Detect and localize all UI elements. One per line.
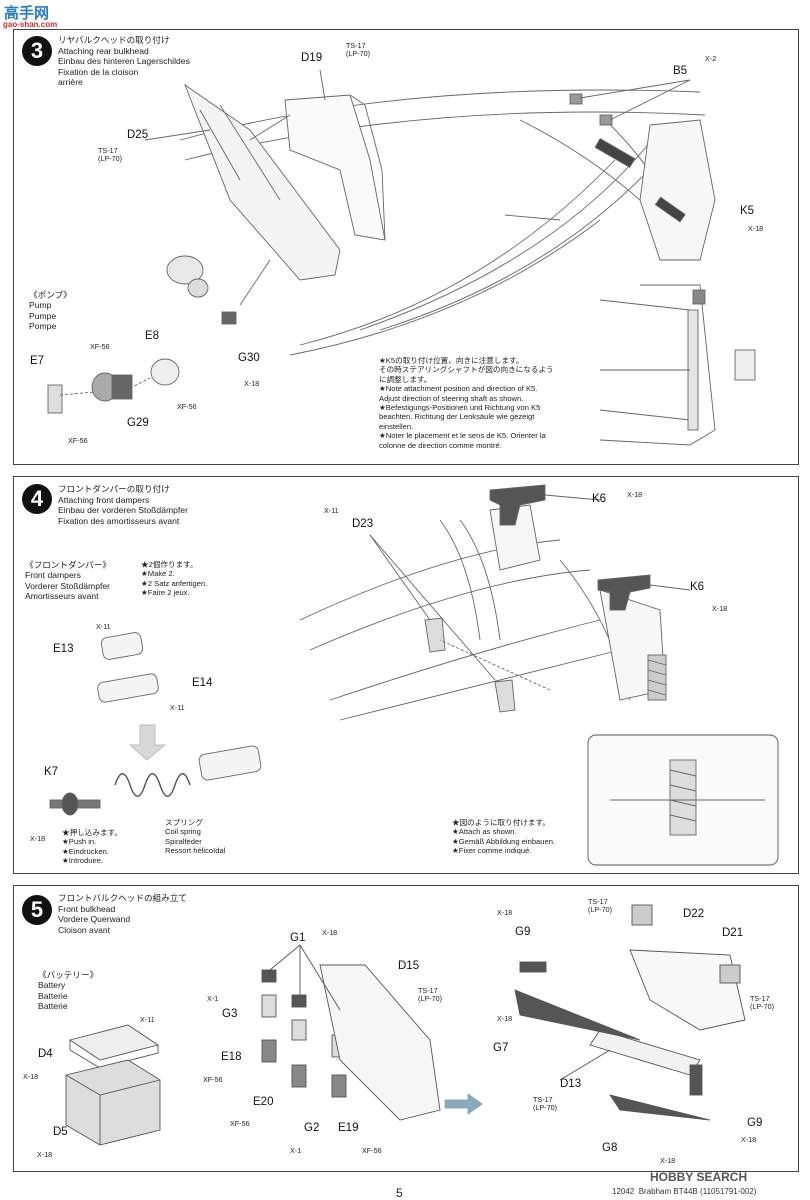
part-d4-top-code: X-11 [140,1015,155,1024]
part-e8-code: XF-56 [177,402,197,411]
part-d4-label: D4 [38,1048,53,1060]
part-d25-code: TS-17 (LP-70) [98,146,122,163]
part-d5-code: X-18 [37,1150,53,1159]
part-d23-label: D23 [352,518,374,530]
part-e13-label: E13 [53,643,74,655]
part-e19-code: XF-56 [362,1146,382,1155]
step3-drawing [47,69,756,446]
part-g2-code: X-1 [290,1146,302,1155]
part-e8-top-code: XF-56 [90,342,110,351]
part-e7-code: XF-56 [68,436,88,445]
part-e8-label: E8 [145,330,160,342]
part-k6b-code: X-18 [712,604,728,613]
part-g1-label: G1 [290,932,306,944]
part-d25-label: D25 [127,129,149,141]
part-e13-code: X-11 [96,622,111,631]
part-d4-code: X-18 [23,1072,39,1081]
product-code: 12042 Brabham BT44B (11051791-002) [612,1187,757,1196]
part-g2-label: G2 [304,1122,320,1134]
part-k7-code: X-18 [30,834,46,843]
part-e20-code: XF-56 [230,1119,250,1128]
part-d13-label: D13 [560,1078,582,1090]
page-number: 5 [396,1186,403,1200]
part-d21-code: TS-17 (LP-70) [750,994,774,1011]
part-d22-code: TS-17 (LP-70) [588,897,612,914]
part-g9a-label: G9 [515,926,531,938]
step3-number: 3 [22,36,52,66]
step4-number: 4 [22,484,52,514]
part-g7-label: G7 [493,1042,509,1054]
part-e18-label: E18 [221,1051,242,1063]
part-g1-code: X-18 [322,928,338,937]
part-k5-code: X-18 [748,224,764,233]
part-e14-label: E14 [192,677,213,689]
part-g30-code: X-18 [244,379,260,388]
part-d13-code: TS-17 (LP-70) [533,1095,557,1112]
part-e14-code: X-11 [170,703,185,712]
hobby-search-logo: HOBBY SEARCH [650,1170,748,1184]
part-g8-code: X-18 [660,1156,676,1165]
part-g9b-code: X-18 [741,1135,757,1144]
part-g7-code: X-18 [497,1014,513,1023]
step4-drawing [49,484,779,866]
part-k6a-code: X-18 [627,490,643,499]
part-g9b-label: G9 [747,1117,763,1129]
part-d21-label: D21 [722,927,744,939]
part-d19-label: D19 [301,52,323,64]
part-d22-label: D22 [683,908,705,920]
part-k6a-label: K6 [592,493,607,505]
part-b5-code: X-2 [705,54,717,63]
site-logo: 高手网 [4,5,50,22]
part-g3-code: X-1 [207,994,219,1003]
site-url: gao-shan.com [3,20,58,29]
part-d15-code: TS-17 (LP-70) [418,986,442,1003]
part-g9a-code: X-18 [497,908,513,917]
part-d23-code: X-11 [324,506,339,515]
part-g8-label: G8 [602,1142,618,1154]
attach-as-shown-note: ★図のように取り付けます。★Attach as shown.★Gemäß Abb… [452,818,556,856]
part-d5-label: D5 [53,1126,68,1138]
part-k5-label: K5 [740,205,755,217]
step5-number: 5 [22,895,52,925]
part-d15-label: D15 [398,960,420,972]
part-e19-label: E19 [338,1122,359,1134]
part-k6b-label: K6 [690,581,705,593]
part-g29-label: G29 [127,417,149,429]
part-g3-label: G3 [222,1008,238,1020]
part-g30-label: G30 [238,352,260,364]
part-e7-label: E7 [30,355,45,367]
make-two-note: ★2個作ります。★Make 2.★2 Satz anfertigen.★Fair… [141,560,208,598]
part-b5-label: B5 [673,65,688,77]
step3-note: ★K5の取り付け位置、向きに注意します。その時ステアリングシャフトが図の向きにな… [379,356,554,450]
part-d19-code: TS-17 (LP-70) [346,41,370,58]
part-e20-label: E20 [253,1096,274,1108]
part-e18-code: XF-56 [203,1075,223,1084]
push-in-note: ★押し込みます。★Push in.★Eindrücken.★Introduire… [62,828,122,866]
part-k7-label: K7 [44,766,59,778]
